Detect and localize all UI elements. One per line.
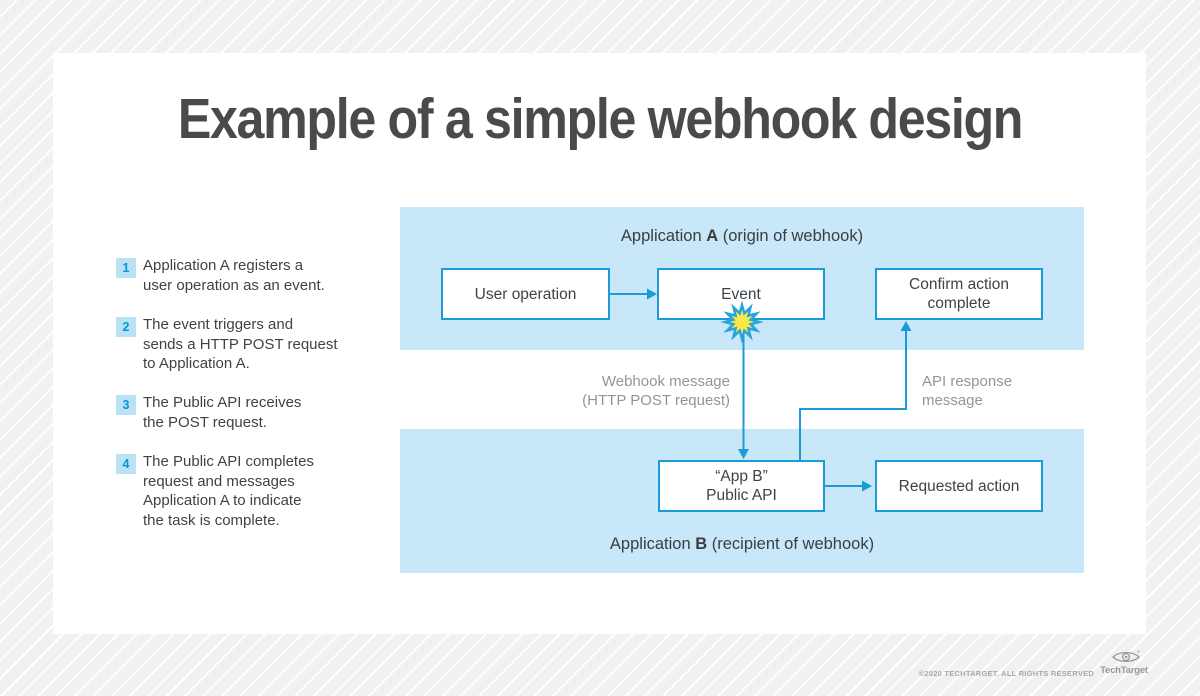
- eye-icon: [1112, 650, 1140, 662]
- app-a-band-label: Application A (origin of webhook): [400, 227, 1084, 246]
- step-item-2: 2 The event triggers and sends a HTTP PO…: [116, 315, 338, 374]
- copyright-text: ©2020 TECHTARGET. ALL RIGHTS RESERVED: [918, 669, 1094, 678]
- step-number-badge: 2: [116, 317, 136, 337]
- step-number-badge: 4: [116, 454, 136, 474]
- box-event: Event: [657, 268, 825, 320]
- brand-name: TechTarget: [1100, 665, 1148, 676]
- app-b-band-label: Application B (recipient of webhook): [400, 535, 1084, 554]
- label-webhook-message: Webhook message (HTTP POST request): [582, 373, 730, 409]
- band-label-text: (origin of webhook): [718, 227, 864, 245]
- step-text: The event triggers and sends a HTTP POST…: [143, 316, 338, 372]
- step-text: The Public API receives the POST request…: [143, 394, 302, 431]
- box-user-operation: User operation: [441, 268, 610, 320]
- step-number-badge: 1: [116, 258, 136, 278]
- band-label-text: Application: [620, 227, 707, 245]
- box-confirm-action-complete: Confirm action complete: [875, 268, 1043, 320]
- box-requested-action: Requested action: [875, 460, 1043, 512]
- step-item-1: 1 Application A registers a user operati…: [116, 256, 325, 295]
- band-label-letter: A: [706, 227, 719, 245]
- step-number-badge: 3: [116, 395, 136, 415]
- page-title: Example of a simple webhook design: [177, 87, 1024, 151]
- band-label-text: Application: [609, 535, 696, 553]
- step-item-4: 4 The Public API completes request and m…: [116, 452, 314, 530]
- label-api-response: API response message: [922, 373, 1013, 409]
- step-text: The Public API completes request and mes…: [143, 453, 314, 529]
- band-label-letter: B: [695, 535, 708, 553]
- step-text: Application A registers a user operation…: [143, 257, 325, 294]
- step-item-3: 3 The Public API receives the POST reque…: [116, 393, 301, 432]
- box-app-b-public-api: “App B” Public API: [658, 460, 825, 512]
- band-label-text: (recipient of webhook): [707, 535, 875, 553]
- techtarget-logo: TechTarget: [1096, 648, 1152, 680]
